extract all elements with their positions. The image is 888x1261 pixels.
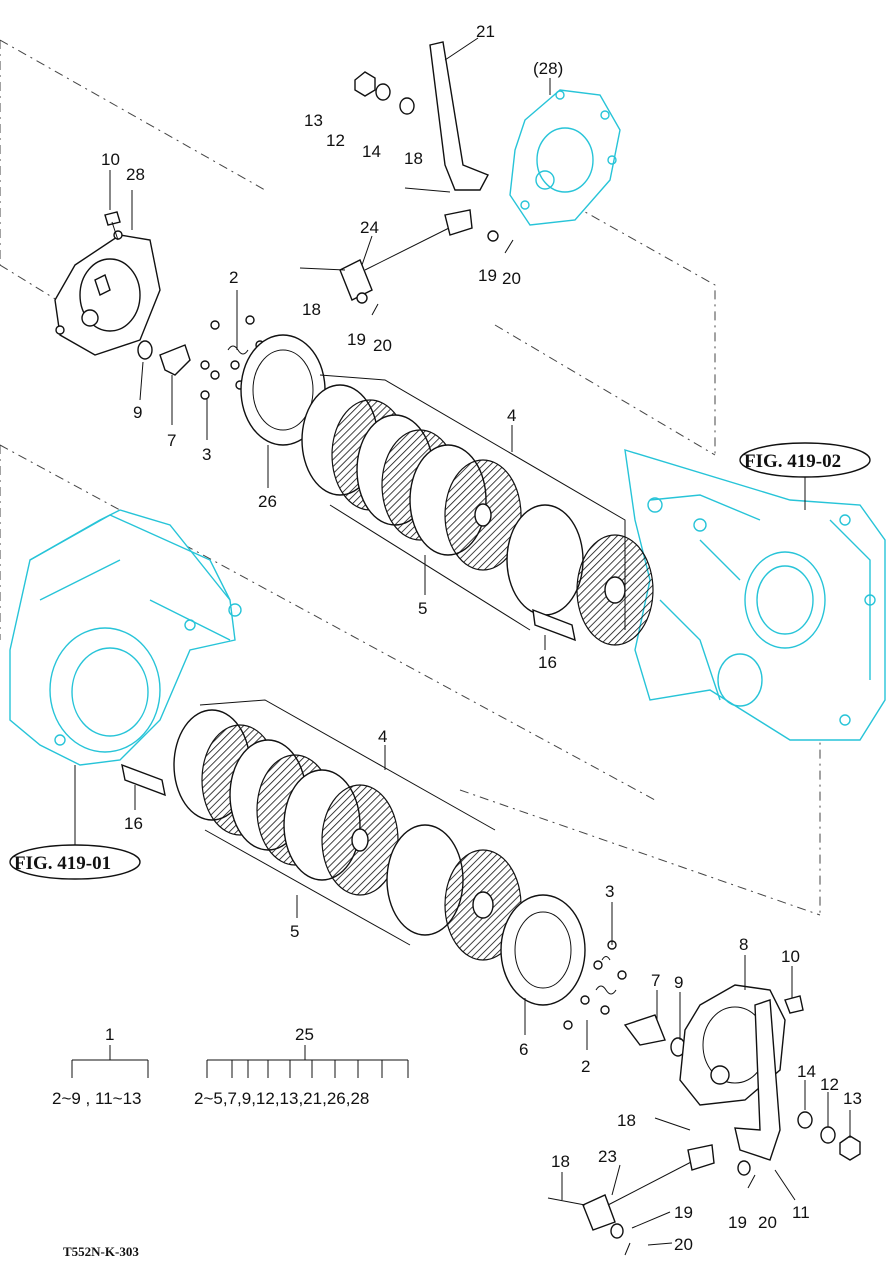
label-14-upper: 14	[362, 142, 381, 161]
label-9-upper: 9	[133, 403, 142, 422]
label-5-upper: 5	[418, 599, 427, 618]
pin-16-lower	[121, 763, 166, 797]
label-18-b: 18	[302, 300, 321, 319]
label-26: 26	[258, 492, 277, 511]
cover-28	[54, 230, 161, 356]
fig-419-01-oval	[9, 844, 141, 880]
pin-16-upper	[532, 608, 576, 642]
label-21: 21	[476, 22, 495, 41]
brake-lever-11	[734, 999, 781, 1161]
cam-lever-7-upper	[159, 344, 191, 376]
label-6: 6	[519, 1040, 528, 1059]
fig-419-02-oval	[739, 442, 871, 478]
washer-14-lower	[797, 1111, 813, 1129]
label-10-lower: 10	[781, 947, 800, 966]
figure-code: T552N-K-303	[63, 1244, 139, 1259]
brake-lever-21	[429, 41, 489, 191]
label-12-upper: 12	[326, 131, 345, 150]
leader-lines	[74, 37, 851, 1246]
washer-14-upper	[399, 97, 415, 115]
label-19-a: 19	[478, 266, 497, 285]
label-20-b: 20	[373, 336, 392, 355]
label-7-lower: 7	[651, 971, 660, 990]
label-16-lower: 16	[124, 814, 143, 833]
balls-3-upper	[200, 315, 265, 400]
group-bracket-1	[71, 1045, 149, 1078]
label-19-b: 19	[347, 330, 366, 349]
label-3-lower: 3	[605, 882, 614, 901]
label-2-lower: 2	[581, 1057, 590, 1076]
spring-2-lower-b	[601, 956, 611, 961]
label-8: 8	[739, 935, 748, 954]
spring-2-upper	[227, 345, 249, 355]
label-20-a: 20	[502, 269, 521, 288]
label-16-upper: 16	[538, 653, 557, 672]
label-4-upper: 4	[507, 406, 516, 425]
label-11: 11	[792, 1203, 810, 1222]
label-13-lower: 13	[843, 1089, 862, 1108]
friction-stack-upper	[301, 374, 654, 646]
group-bracket-25	[206, 1045, 409, 1078]
label-14-lower: 14	[797, 1062, 816, 1081]
bolt-10-lower	[784, 995, 804, 1014]
rod-24	[299, 187, 514, 316]
fig-419-01-label: FIG. 419-01	[14, 853, 111, 874]
label-20-d: 20	[758, 1213, 777, 1232]
bolt-10-upper	[104, 211, 121, 241]
label-5-lower: 5	[290, 922, 299, 941]
transmission-housing-left	[9, 509, 242, 766]
seal-9-upper	[137, 340, 153, 360]
label-18-a: 18	[404, 149, 423, 168]
group-25-label: 25	[295, 1025, 314, 1044]
cover-28-reference	[509, 89, 621, 226]
label-18-d: 18	[551, 1152, 570, 1171]
label-28-ref: (28)	[533, 59, 563, 78]
group-25-range: 2~5,7,9,12,13,21,26,28	[194, 1089, 369, 1108]
label-3-upper: 3	[202, 445, 211, 464]
label-23: 23	[598, 1147, 617, 1166]
label-2-upper: 2	[229, 268, 238, 287]
group-1-label: 1	[105, 1025, 114, 1044]
washer-12-upper	[375, 83, 391, 101]
label-10-upper: 10	[101, 150, 120, 169]
label-28: 28	[126, 165, 145, 184]
spring-2-lower	[595, 985, 617, 995]
label-19-d: 19	[728, 1213, 747, 1232]
fig-419-02-label: FIG. 419-02	[744, 451, 841, 472]
label-7-upper: 7	[167, 431, 176, 450]
label-12-lower: 12	[820, 1075, 839, 1094]
cam-lever-7-lower	[623, 1014, 666, 1046]
nut-13-lower	[839, 1135, 861, 1161]
label-4-lower: 4	[378, 727, 387, 746]
balls-3-lower	[563, 940, 627, 1030]
label-13-upper: 13	[304, 111, 323, 130]
label-9-lower: 9	[674, 973, 683, 992]
washer-12-lower	[820, 1126, 836, 1144]
nut-13-upper	[354, 71, 376, 97]
label-20-c: 20	[674, 1235, 693, 1254]
label-19-c: 19	[674, 1203, 693, 1222]
rod-23	[547, 1117, 756, 1256]
label-18-c: 18	[617, 1111, 636, 1130]
group-1-range: 2~9 , 11~13	[52, 1089, 142, 1108]
friction-stack-lower	[173, 699, 522, 961]
label-24: 24	[360, 218, 379, 237]
transmission-housing-right	[624, 449, 886, 741]
actuator-plate-6	[500, 894, 586, 1006]
